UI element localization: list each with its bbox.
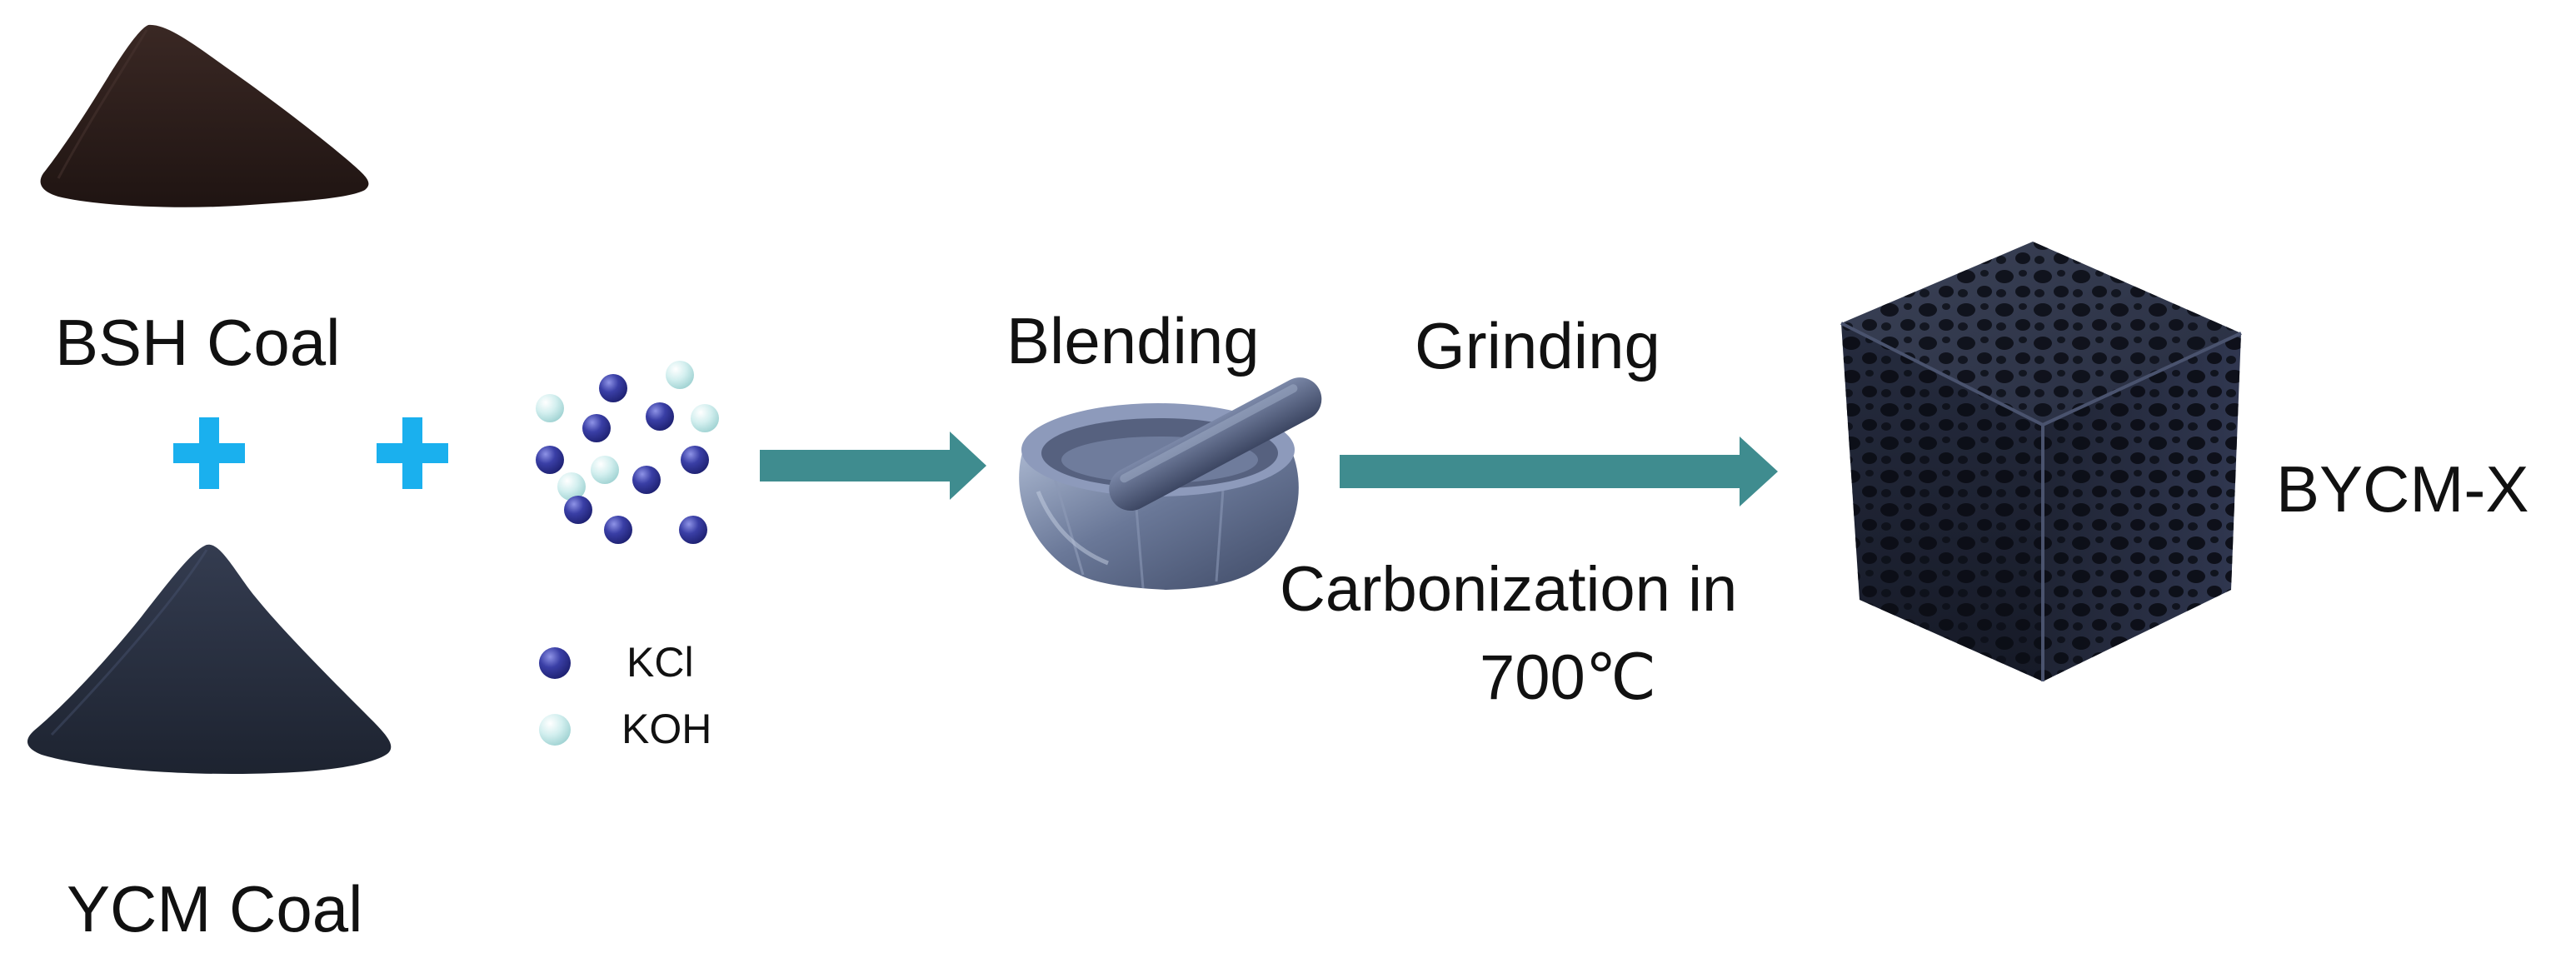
kcl-particle [599, 374, 627, 402]
kcl-particle [604, 516, 632, 544]
blending-label: Blending [1006, 304, 1260, 377]
grinding-label: Grinding [1415, 309, 1660, 382]
koh-particle [666, 361, 694, 389]
koh-particle [557, 472, 586, 501]
koh-particle [536, 394, 564, 422]
legend-kcl-swatch [539, 647, 571, 679]
porous-carbon-cube-icon [1840, 242, 2242, 681]
mortar-pestle-icon [1019, 377, 1322, 590]
kcl-particle [632, 466, 661, 494]
right-arrow-icon [1340, 437, 1778, 506]
kcl-particle [582, 414, 611, 442]
legend-koh-label: KOH [622, 706, 712, 752]
ycm-coal-label: YCM Coal [67, 872, 363, 946]
legend-kcl-label: KCl [627, 639, 694, 686]
right-arrow-icon [760, 432, 986, 500]
temperature-label: 700℃ [1480, 642, 1657, 713]
koh-particle [691, 404, 719, 432]
product-label: BYCM-X [2276, 452, 2529, 526]
kcl-particle [681, 446, 709, 474]
plus-icon [173, 417, 245, 489]
kcl-particle [564, 496, 592, 524]
bsh-coal-pile [40, 24, 369, 207]
bsh-coal-label: BSH Coal [55, 306, 341, 379]
kcl-particle [536, 446, 564, 474]
kcl-particle [679, 516, 707, 544]
plus-icon [377, 417, 448, 489]
salt-particle-cluster [536, 361, 719, 544]
koh-particle [591, 456, 619, 484]
legend-koh-swatch [539, 714, 571, 746]
ycm-coal-pile [27, 544, 392, 775]
kcl-particle [646, 402, 674, 431]
carbonization-label: Carbonization in [1280, 554, 1738, 625]
